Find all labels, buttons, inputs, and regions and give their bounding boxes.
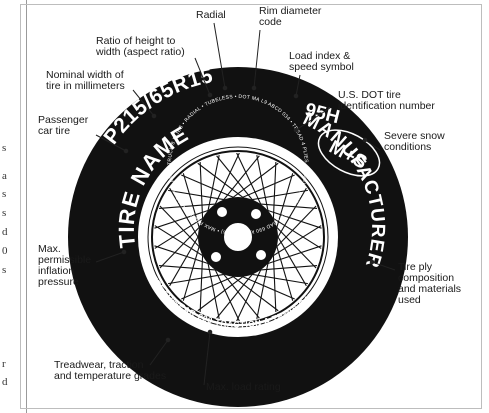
callout-load-index: Load index & speed symbol — [289, 51, 354, 73]
callout-radial: Radial — [196, 10, 226, 21]
callout-max-pressure: Max. permissible inflation pressure — [38, 244, 91, 288]
callout-aspect-ratio: Ratio of height to width (aspect ratio) — [96, 36, 185, 58]
callout-rim-diameter: Rim diameter code — [259, 6, 321, 28]
leader-dot — [122, 250, 126, 254]
callout-max-load: Max. load rating — [206, 382, 281, 393]
leader-dot — [124, 149, 128, 153]
leader-dot — [252, 86, 256, 90]
callout-dot-id: U.S. DOT tire identification number — [338, 90, 435, 112]
callout-ply: Tire ply composition and materials used — [398, 262, 461, 306]
leader-dot — [152, 114, 156, 118]
leader-dot — [208, 93, 212, 97]
callout-passenger: Passenger car tire — [38, 115, 88, 137]
lug-hole — [256, 250, 266, 260]
callout-severe-snow: Severe snow conditions — [384, 131, 445, 153]
callout-treadwear: Treadwear, traction and temperature grad… — [54, 360, 166, 382]
leader-dot — [208, 330, 212, 334]
leader-dot — [294, 94, 298, 98]
leader-dot — [363, 138, 367, 142]
lug-hole — [217, 207, 227, 217]
leader-dot — [166, 338, 170, 342]
leader-dot — [223, 86, 227, 90]
lug-hole — [251, 209, 261, 219]
leader-dot — [294, 128, 298, 132]
lug-hole — [211, 252, 221, 262]
center-bore — [223, 222, 253, 252]
leader-dot — [370, 260, 374, 264]
callout-nominal-width: Nominal width of tire in millimeters — [46, 70, 125, 92]
